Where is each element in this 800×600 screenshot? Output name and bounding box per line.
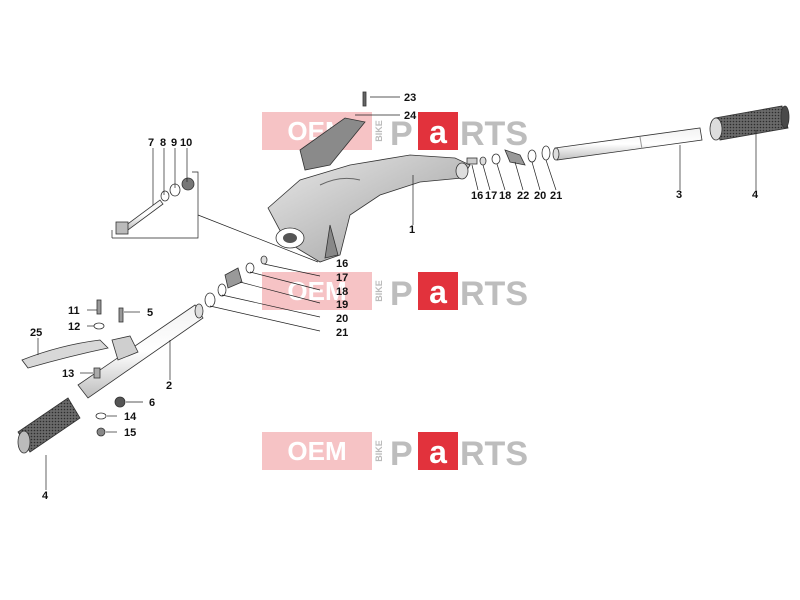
svg-text:P: P bbox=[390, 275, 413, 313]
label-3: 3 bbox=[676, 189, 682, 201]
clutch-lever bbox=[21, 335, 139, 369]
left-grip bbox=[17, 397, 81, 454]
svg-text:RTS: RTS bbox=[460, 275, 528, 313]
label-15: 15 bbox=[124, 427, 136, 439]
label-25: 25 bbox=[30, 327, 42, 339]
label-16-left: 16 bbox=[336, 258, 348, 270]
label-16-right: 16 bbox=[471, 190, 483, 202]
watermark-middle: OEM BIKE P a RTS bbox=[262, 272, 528, 313]
handlebar-body bbox=[267, 91, 471, 263]
right-tube bbox=[552, 127, 703, 161]
svg-text:BIKE: BIKE bbox=[374, 280, 384, 302]
bolt-assembly bbox=[115, 177, 195, 235]
part-labels: 7 8 9 10 23 24 1 3 4 16 17 18 22 20 21 1… bbox=[30, 92, 759, 502]
svg-text:OEM: OEM bbox=[287, 276, 346, 306]
label-6: 6 bbox=[149, 397, 155, 409]
label-17-left: 17 bbox=[336, 272, 348, 284]
label-7: 7 bbox=[148, 137, 154, 149]
label-14: 14 bbox=[124, 411, 137, 423]
label-11: 11 bbox=[68, 305, 80, 317]
label-9: 9 bbox=[171, 137, 177, 149]
left-tube bbox=[77, 303, 204, 399]
right-grip bbox=[709, 105, 790, 141]
label-17-right: 17 bbox=[485, 190, 497, 202]
label-1: 1 bbox=[409, 224, 415, 236]
label-20-right: 20 bbox=[534, 190, 546, 202]
svg-text:OEM: OEM bbox=[287, 436, 346, 466]
label-20-left: 20 bbox=[336, 313, 348, 325]
label-13: 13 bbox=[62, 368, 74, 380]
svg-text:P: P bbox=[390, 435, 413, 473]
svg-text:a: a bbox=[429, 114, 447, 150]
left-small-parts bbox=[93, 299, 126, 437]
leader-lines bbox=[37, 96, 757, 490]
label-5: 5 bbox=[147, 307, 153, 319]
label-8: 8 bbox=[160, 137, 166, 149]
left-upper-parts bbox=[204, 255, 268, 308]
svg-text:a: a bbox=[429, 434, 447, 470]
label-21-right: 21 bbox=[550, 190, 562, 202]
label-21-left: 21 bbox=[336, 327, 348, 339]
label-23: 23 bbox=[404, 92, 416, 104]
label-4-left: 4 bbox=[42, 490, 49, 502]
svg-text:RTS: RTS bbox=[460, 435, 528, 473]
svg-text:P: P bbox=[390, 115, 413, 153]
label-12: 12 bbox=[68, 321, 80, 333]
svg-text:BIKE: BIKE bbox=[374, 120, 384, 142]
label-10: 10 bbox=[180, 137, 192, 149]
watermark-top: OEM BIKE P a RTS bbox=[262, 112, 528, 153]
label-4-right: 4 bbox=[752, 189, 759, 201]
label-19: 19 bbox=[336, 299, 348, 311]
right-small-parts bbox=[466, 145, 551, 166]
label-18-right: 18 bbox=[499, 190, 511, 202]
label-22: 22 bbox=[517, 190, 529, 202]
label-18-left: 18 bbox=[336, 286, 348, 298]
svg-text:a: a bbox=[429, 274, 447, 310]
svg-text:BIKE: BIKE bbox=[374, 440, 384, 462]
label-24: 24 bbox=[404, 110, 417, 122]
watermark-bottom: OEM BIKE P a RTS bbox=[262, 432, 528, 473]
label-2: 2 bbox=[166, 380, 172, 392]
svg-text:RTS: RTS bbox=[460, 115, 528, 153]
